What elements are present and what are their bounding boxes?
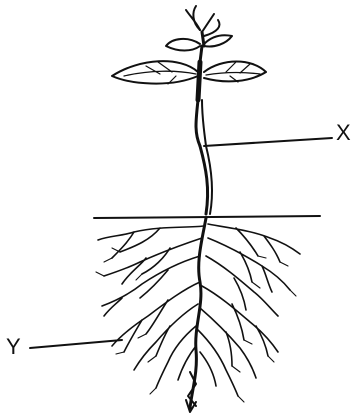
label-y: Y (6, 334, 21, 359)
leaf-right (203, 60, 267, 83)
stem-upper (198, 44, 204, 64)
label-x: X (336, 120, 351, 145)
label-y-pointer (29, 339, 123, 349)
stem-main (194, 59, 214, 216)
young-leaves (165, 34, 233, 52)
apical-bud (185, 5, 221, 48)
root-system (95, 216, 301, 413)
leaf-left (111, 60, 199, 85)
label-x-pointer (203, 137, 333, 147)
